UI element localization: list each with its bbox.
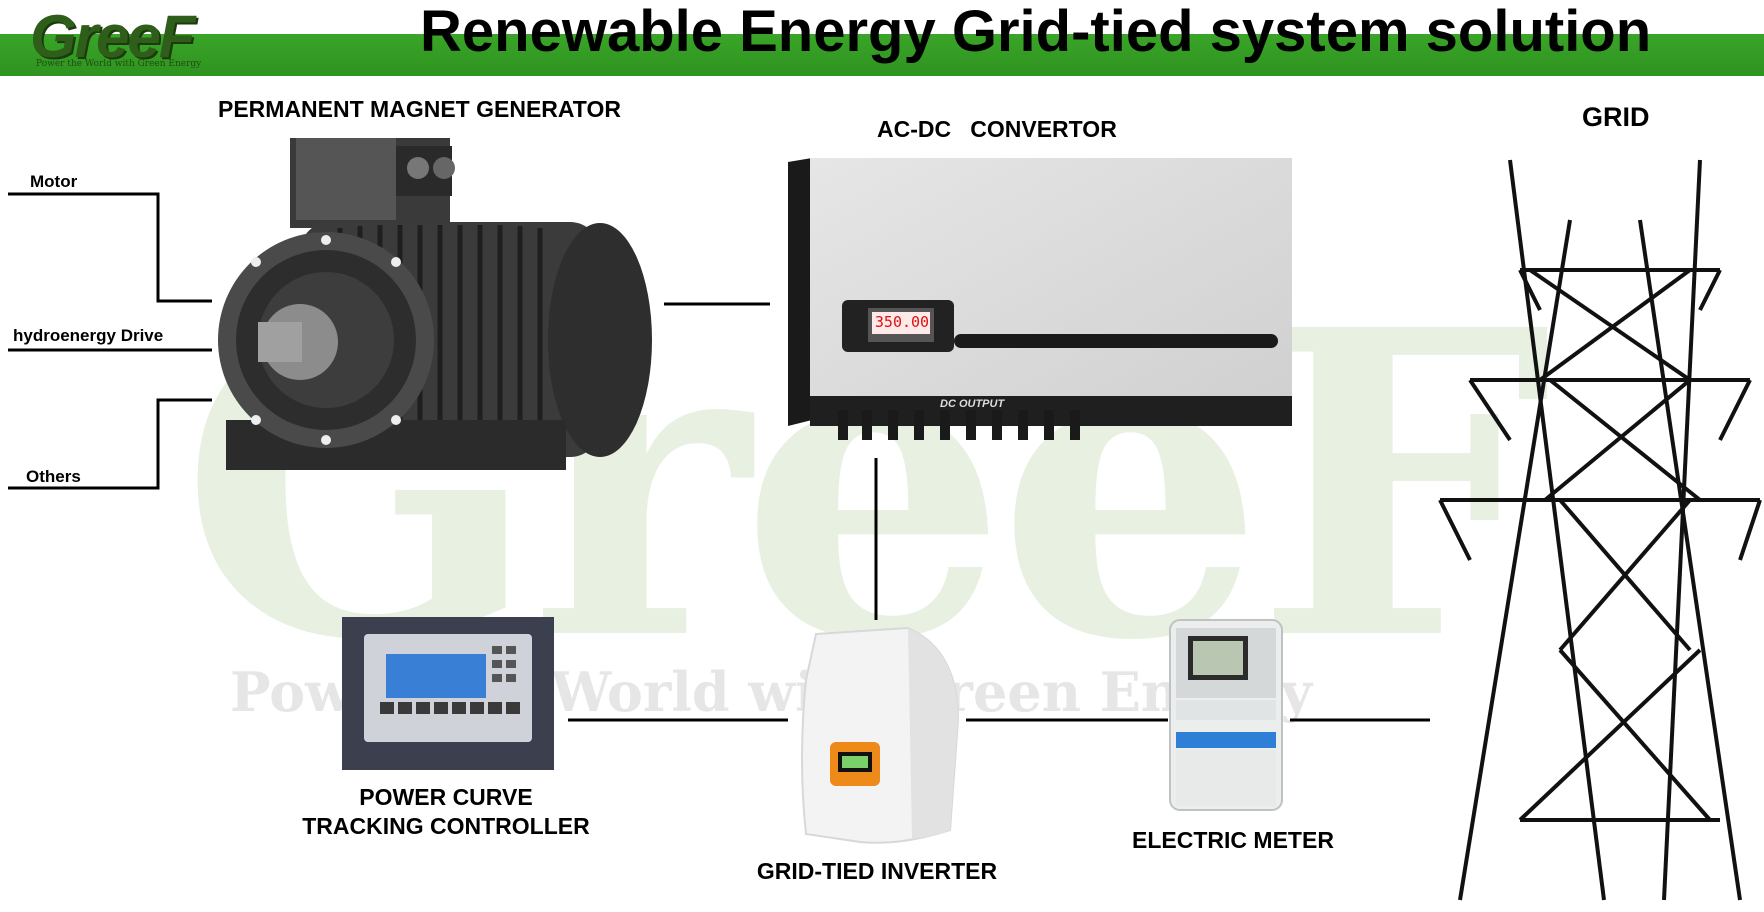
generator-icon: [218, 138, 652, 470]
header-band: [0, 34, 1764, 76]
meter-label: ELECTRIC METER: [1132, 827, 1334, 853]
meter-icon: [1169, 619, 1283, 811]
input-label-motor: Motor: [30, 172, 78, 191]
brand-logo: GreeF: [30, 3, 195, 70]
input-label-hydro: hydroenergy Drive: [13, 326, 164, 345]
convertor-output-label: DC OUTPUT: [940, 398, 1005, 410]
tower-icon: [1438, 159, 1762, 901]
controller-label-line2: TRACKING CONTROLLER: [302, 813, 590, 839]
convertor-label: AC-DC CONVERTOR: [877, 116, 1117, 142]
generator-label: PERMANENT MAGNET GENERATOR: [218, 96, 621, 122]
brand-tagline: Power the World with Green Energy: [36, 59, 202, 69]
grid-label: GRID: [1582, 102, 1650, 132]
convertor-icon: [788, 158, 1292, 440]
page-title: Renewable Energy Grid-tied system soluti…: [420, 0, 1652, 64]
controller-icon: [342, 617, 554, 770]
input-label-others: Others: [26, 467, 81, 486]
connector-motor: [8, 192, 212, 303]
connector-lines: [8, 192, 1430, 722]
controller-label-line1: POWER CURVE: [359, 784, 533, 810]
inverter-label: GRID-TIED INVERTER: [756, 858, 998, 884]
convertor-display: 350.00: [874, 313, 930, 331]
connector-others: [8, 398, 212, 490]
inverter-icon: [801, 626, 960, 844]
